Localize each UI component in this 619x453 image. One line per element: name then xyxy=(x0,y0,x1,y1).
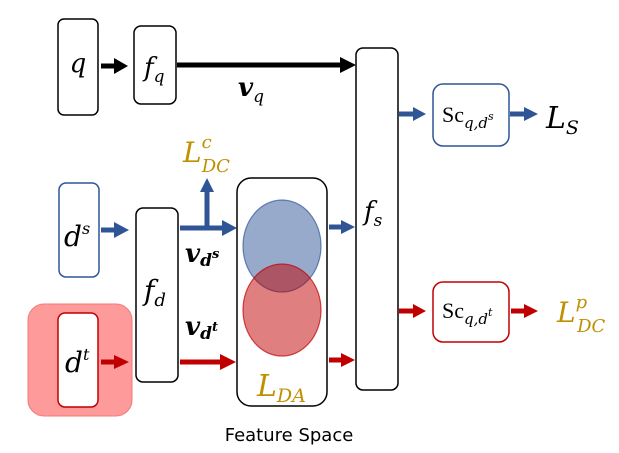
query-label: q xyxy=(70,49,87,79)
feature-space-caption: Feature Space xyxy=(225,425,354,446)
query-box xyxy=(57,18,99,116)
arrow-vdt xyxy=(180,354,236,370)
source-doc-box xyxy=(58,182,100,278)
scorer-box xyxy=(355,47,399,391)
arrow-feature-to-fs-target xyxy=(329,353,355,367)
vector-vds-label: vds xyxy=(185,239,220,271)
arrow-ds-to-fd xyxy=(101,222,129,238)
query-encoder-box xyxy=(133,25,177,105)
arrow-fs-to-score-source xyxy=(399,107,426,121)
arrow-vds xyxy=(180,178,237,236)
arrow-dt-to-fd xyxy=(101,355,129,369)
doc-encoder-box xyxy=(135,207,179,383)
arrow-vq xyxy=(177,57,356,73)
source-doc-label: ds xyxy=(64,219,90,253)
target-doc-box xyxy=(57,312,99,408)
target-distribution-ellipse xyxy=(242,263,322,357)
loss-ls-label: LS xyxy=(545,101,579,139)
arrow-q-to-fq xyxy=(101,58,128,74)
score-target-label: Scq,dt xyxy=(442,298,493,328)
target-doc-label: dt xyxy=(65,345,90,379)
vector-vq-label: vq xyxy=(238,73,264,107)
vector-vdt-label: vdt xyxy=(185,312,218,344)
score-source-label: Scq,ds xyxy=(442,102,494,132)
arrow-fs-to-score-target xyxy=(399,304,426,318)
arrow-score-source-to-ls xyxy=(510,107,538,121)
loss-lda-label: LDA xyxy=(256,369,306,407)
score-source-box xyxy=(432,83,510,147)
arrow-score-target-to-ldcp xyxy=(511,304,538,318)
arrow-feature-to-fs-source xyxy=(329,220,355,234)
score-target-box xyxy=(432,281,510,343)
